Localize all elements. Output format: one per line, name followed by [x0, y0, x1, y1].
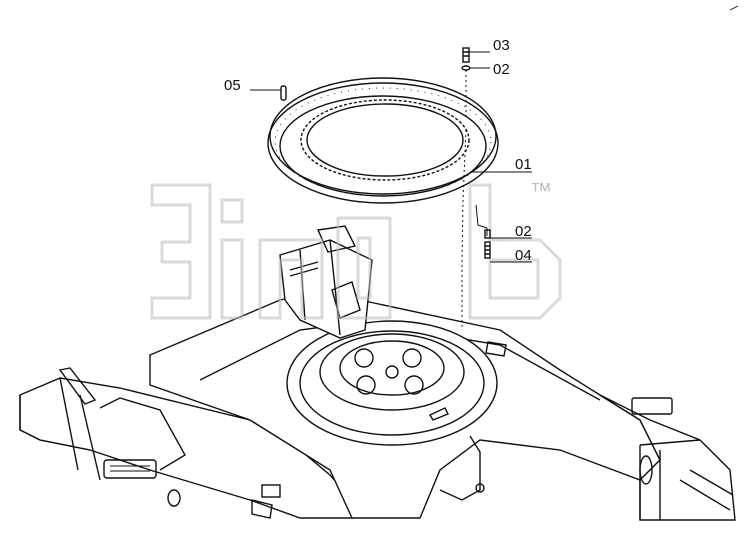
watermark-tm: ™ [530, 178, 552, 203]
assembly-line-dashed [461, 70, 467, 330]
callout-02-mid: 02 [515, 223, 532, 240]
bolt-03 [462, 47, 470, 63]
undercarriage-frame [19, 289, 736, 521]
swing-ring-gear [267, 77, 499, 204]
callout-02-top: 02 [493, 61, 510, 78]
watermark-logo [150, 183, 562, 320]
callout-05: 05 [224, 77, 241, 94]
callout-04: 04 [515, 247, 532, 264]
callout-03: 03 [493, 37, 510, 54]
washer-02-top [461, 65, 471, 71]
corner-mark [729, 5, 739, 11]
assembly-line-right [475, 204, 488, 236]
callout-01: 01 [515, 156, 532, 173]
bolt-05 [280, 85, 287, 101]
